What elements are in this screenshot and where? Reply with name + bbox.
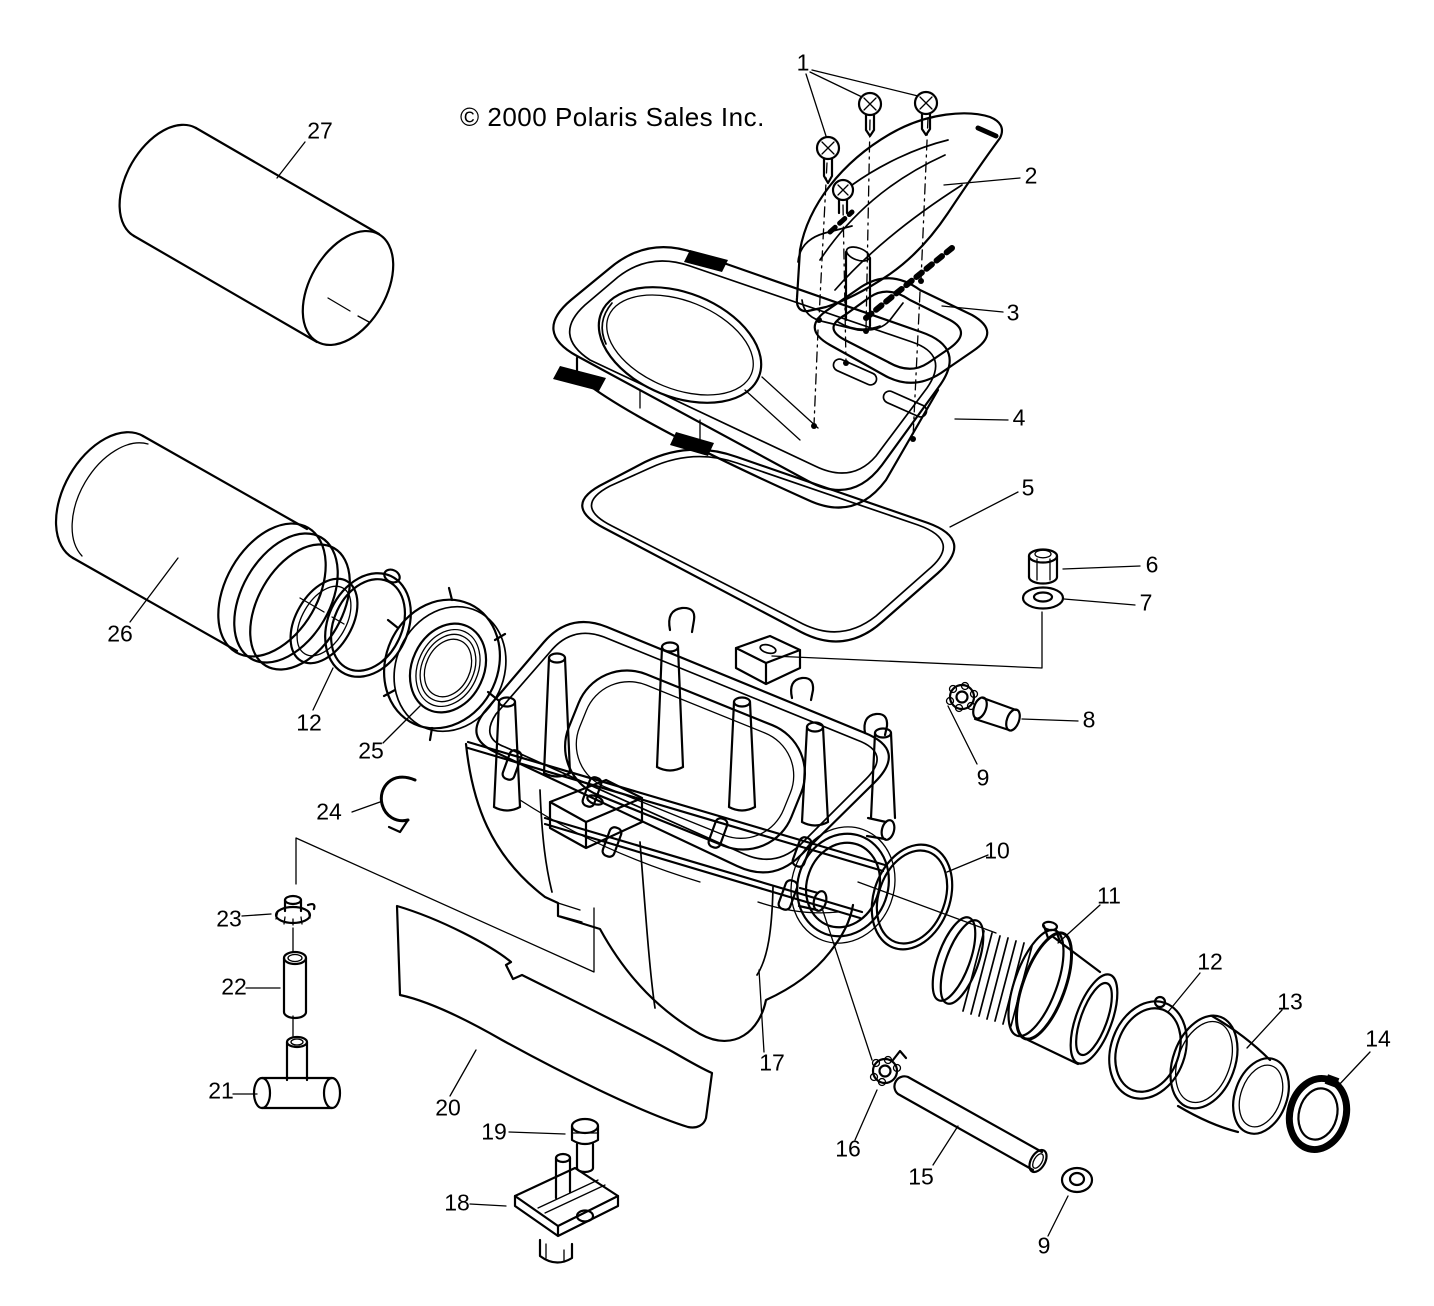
part-callout-14: 14: [1365, 1025, 1391, 1052]
part-callout-2: 2: [1024, 162, 1038, 189]
part-22-hose-art: [282, 950, 308, 1020]
part-2-hood-art: [795, 112, 1004, 332]
part-callout-13: 13: [1277, 988, 1303, 1015]
part-18-bracket-art: [513, 1152, 620, 1264]
part-1-screws-art: [811, 90, 939, 442]
part-12-right-clamp-art: [1108, 995, 1188, 1100]
screw-icon: [831, 178, 855, 215]
part-callout-19: 19: [481, 1118, 507, 1145]
part-callout-11: 11: [1097, 882, 1121, 909]
part-callout-10: 10: [984, 837, 1010, 864]
screw-icon: [857, 91, 883, 138]
part-callout-27: 27: [307, 117, 333, 144]
part-23-nut-art: [274, 894, 316, 926]
part-5-seal-art: [581, 448, 956, 643]
part-callout-12: 12: [1197, 948, 1223, 975]
part-callout-16: 16: [835, 1135, 861, 1162]
part-14-clamp-art: [1285, 1074, 1351, 1154]
part-8-spacer-art: [972, 696, 1021, 732]
airbox-posts-art: [492, 641, 897, 827]
part-callout-22: 22: [221, 973, 247, 1000]
part-17-airbox-art: [464, 606, 897, 1042]
part-callout-5: 5: [1021, 474, 1035, 501]
part-12-left-seal-ring-art: [324, 568, 412, 678]
part-callout-6: 6: [1145, 551, 1159, 578]
part-callout-26: 26: [107, 620, 133, 647]
part-21-tee-art: [252, 1035, 342, 1110]
part-callout-15: 15: [908, 1163, 934, 1190]
part-3-gasket-art: [813, 277, 989, 384]
part-callout-1: 1: [796, 49, 810, 76]
part-19-bolt-art: [570, 1117, 600, 1174]
part-callout-9: 9: [976, 764, 990, 791]
copyright-text: © 2000 Polaris Sales Inc.: [460, 102, 765, 132]
part-callout-20: 20: [435, 1094, 461, 1121]
part-10-oring-art: [857, 843, 997, 951]
part-9-bottom-washer-art: [1060, 1166, 1094, 1194]
part-callout-24: 24: [316, 798, 342, 825]
part-25-retainer-ring-art: [382, 586, 507, 742]
part-7-washer-art: [1021, 586, 1065, 610]
part-20-shield-art: [395, 904, 714, 1129]
part-15-tube-art: [893, 1075, 1048, 1174]
screw-icon: [815, 135, 841, 185]
part-callout-12: 12: [296, 709, 322, 736]
part-callout-7: 7: [1139, 589, 1153, 616]
part-24-clip-art: [379, 775, 417, 834]
part-callout-9: 9: [1037, 1232, 1051, 1259]
part-callout-4: 4: [1012, 404, 1026, 431]
part-6-nut-art: [1027, 548, 1059, 585]
part-16-clamp-nut-art: [869, 1049, 908, 1087]
part-callout-17: 17: [759, 1049, 785, 1076]
screw-icon: [913, 90, 939, 137]
part-26-air-filter-art: [54, 431, 359, 671]
part-callout-3: 3: [1006, 299, 1020, 326]
part-callout-23: 23: [216, 905, 242, 932]
part-13-boot-art: [1169, 1014, 1290, 1135]
part-callout-8: 8: [1082, 706, 1096, 733]
leader-lines: [129, 69, 1371, 1237]
part-27-tube-art: [118, 123, 395, 347]
part-11-duct-art: [931, 916, 1119, 1066]
part-callout-18: 18: [444, 1189, 470, 1216]
part-callout-21: 21: [208, 1077, 234, 1104]
part-callout-25: 25: [358, 737, 384, 764]
